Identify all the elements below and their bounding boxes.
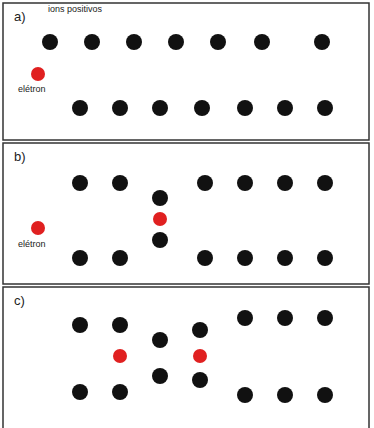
panel-letter: a) [14,10,26,24]
panel-frame [3,3,369,140]
panel-letter: b) [14,150,26,164]
electron-label: elétron [18,240,46,250]
ion-label: ions positivos [48,5,102,15]
panel-frame [3,287,369,428]
panel-frame [3,143,369,284]
electrons [31,67,207,363]
electron-label: elétron [18,85,46,95]
panel-letter: c) [14,294,25,308]
positive-ions [42,34,333,403]
panel-frames [3,3,369,428]
